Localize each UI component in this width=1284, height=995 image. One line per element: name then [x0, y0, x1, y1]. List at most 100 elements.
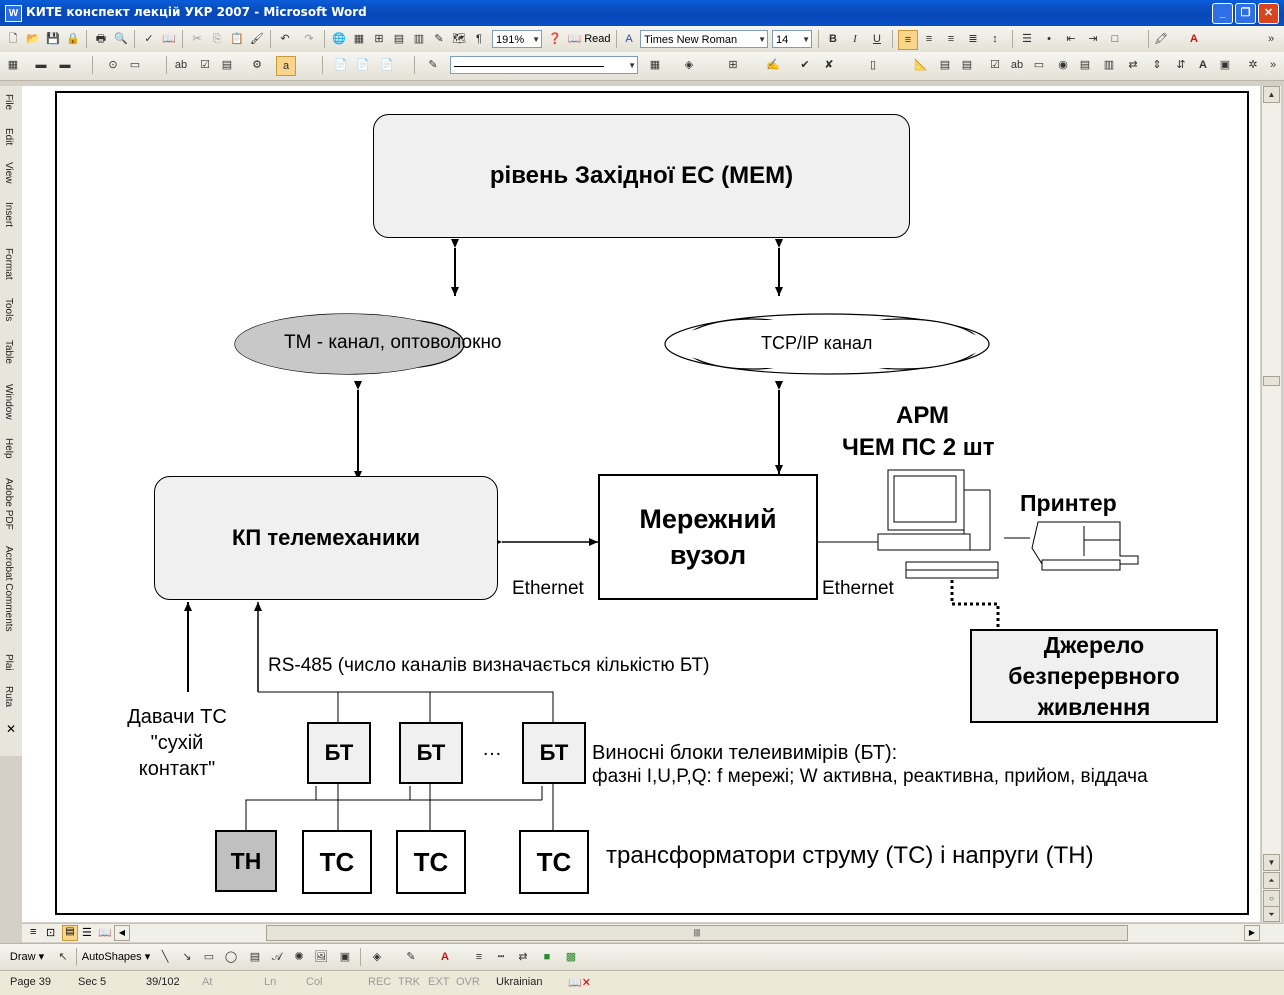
control-scroll-icon[interactable]: ⇵ — [1176, 59, 1186, 71]
border-icon[interactable]: ▦ — [649, 59, 661, 71]
reading-view-icon[interactable]: 📖 — [98, 927, 112, 939]
fill-color-icon[interactable]: ◈ — [372, 951, 382, 963]
select-browse-object-icon[interactable]: ○ — [1263, 890, 1280, 907]
toolbar2-options-icon[interactable]: » — [1269, 59, 1277, 71]
save-icon[interactable]: 💾 — [46, 33, 60, 45]
menu-edit[interactable]: Edit — [3, 128, 14, 146]
menu-view[interactable]: View — [3, 162, 14, 184]
print-icon[interactable]: 🖶 — [95, 33, 107, 45]
open-icon[interactable]: 📂 — [26, 33, 40, 45]
outline-view-icon[interactable]: ☰ — [82, 927, 92, 939]
print-preview-icon[interactable]: 🔍 — [114, 33, 128, 45]
design-mode-icon[interactable]: 📐 — [914, 59, 928, 71]
menu-tools[interactable]: Tools — [3, 298, 14, 322]
autoshapes-menu[interactable]: AutoShapes ▾ — [81, 951, 151, 963]
cut-icon[interactable]: ✂ — [192, 33, 202, 45]
select-objects-icon[interactable]: ↖ — [58, 951, 68, 963]
text-field-icon[interactable]: ab — [174, 59, 188, 71]
status-rec[interactable]: REC — [368, 976, 392, 988]
diagram-tool-icon[interactable]: ✺ — [294, 951, 304, 963]
paste-icon[interactable]: 📋 — [230, 33, 244, 45]
menu-file[interactable]: File — [3, 94, 14, 111]
menu-insert[interactable]: Insert — [3, 202, 14, 228]
word-app-icon[interactable]: W — [5, 5, 22, 22]
menu-close-icon[interactable]: ✕ — [6, 722, 17, 736]
menu-ruta[interactable]: Ruta — [3, 686, 14, 708]
align-right-icon[interactable]: ≡ — [947, 33, 955, 45]
document-canvas[interactable]: рівень Західної ЕС (МЕМ) ТМ - канал, опт… — [22, 86, 1260, 922]
scroll-left-icon[interactable]: ◀ — [114, 925, 130, 941]
menu-adobe-pdf[interactable]: Adobe PDF — [3, 478, 14, 530]
control-image-icon[interactable]: ▣ — [1219, 59, 1231, 71]
web-view-icon[interactable]: ⊡ — [46, 927, 56, 939]
font-size-select[interactable]: 14▼ — [772, 30, 812, 48]
rectangle-tool-icon[interactable]: ▭ — [203, 951, 215, 963]
status-ext[interactable]: EXT — [428, 976, 450, 988]
permission-icon[interactable]: 🔒 — [66, 33, 80, 45]
shadow-style-icon[interactable]: ■ — [543, 951, 551, 963]
control-button-icon[interactable]: ▭ — [1033, 59, 1045, 71]
control-option-icon[interactable]: ◉ — [1058, 59, 1068, 71]
menu-acrobat-comments[interactable]: Acrobat Comments — [3, 546, 14, 632]
accept-change-icon[interactable]: ✔ — [800, 59, 810, 71]
hyperlink-icon[interactable]: 🌐 — [332, 33, 346, 45]
justify-icon[interactable]: ≣ — [968, 33, 978, 45]
flag-ua-icon[interactable]: ▬ — [35, 59, 47, 71]
underline-button[interactable]: U — [873, 33, 881, 45]
columns-icon[interactable]: ▥ — [413, 33, 425, 45]
clipart-icon[interactable]: 🖼 — [314, 951, 328, 963]
control-label-icon[interactable]: A — [1199, 59, 1207, 71]
control-combo-icon[interactable]: ▥ — [1103, 59, 1115, 71]
italic-button[interactable]: I — [853, 33, 857, 45]
field-options-icon[interactable]: ⚙ — [252, 59, 262, 71]
styles-icon[interactable]: A — [625, 33, 633, 45]
drawing-icon[interactable]: ✎ — [434, 33, 444, 45]
wordart-icon[interactable]: 𝒜 — [271, 951, 283, 963]
properties-icon[interactable]: ▤ — [939, 59, 951, 71]
picture-icon[interactable]: ▣ — [339, 951, 351, 963]
menu-format[interactable]: Format — [3, 248, 14, 280]
show-hide-icon[interactable]: ¶ — [476, 33, 482, 45]
format-painter-icon[interactable]: 🖌 — [250, 33, 264, 45]
menu-window[interactable]: Window — [3, 384, 14, 420]
status-ovr[interactable]: OVR — [456, 976, 480, 988]
form-field-icon[interactable]: ⊙ — [108, 59, 118, 71]
scroll-right-icon[interactable]: ▶ — [1244, 925, 1260, 941]
scroll-up-icon[interactable]: ▲ — [1263, 86, 1280, 103]
textbox-tool-icon[interactable]: ▤ — [249, 951, 261, 963]
menu-plai[interactable]: Plai — [3, 654, 14, 671]
dash-style-icon[interactable]: ┅ — [497, 951, 505, 963]
text-form-field-icon[interactable]: ▭ — [129, 59, 141, 71]
highlight-icon[interactable]: 🖍 — [1154, 33, 1168, 45]
bold-button[interactable]: B — [829, 33, 837, 45]
control-checkbox-icon[interactable]: ☑ — [990, 59, 1000, 71]
shading-color-icon[interactable]: ◈ — [684, 59, 694, 71]
scroll-thumb[interactable] — [1263, 376, 1280, 386]
close-button[interactable]: ✕ — [1258, 3, 1279, 24]
pdf-review-icon[interactable]: 📄 — [380, 59, 394, 71]
status-trk[interactable]: TRK — [398, 976, 420, 988]
arrow-style-icon[interactable]: ⇄ — [518, 951, 528, 963]
decrease-indent-icon[interactable]: ⇤ — [1066, 33, 1076, 45]
research-icon[interactable]: 📖 — [162, 33, 176, 45]
font-color-button[interactable]: A — [1190, 33, 1198, 45]
minimize-button[interactable]: _ — [1212, 3, 1233, 24]
spelling-status-icon[interactable]: 📖✕ — [568, 977, 591, 989]
dropdown-field-icon[interactable]: ▤ — [221, 59, 233, 71]
copy-icon[interactable]: ⎘ — [212, 33, 222, 45]
reviewing-pane-icon[interactable]: ▯ — [869, 59, 877, 71]
vertical-scrollbar[interactable]: ▲ ▼ ⏶ ○ ⏷ — [1261, 86, 1281, 922]
document-map-icon[interactable]: 🗺 — [452, 33, 466, 45]
reject-change-icon[interactable]: ✘ — [824, 59, 834, 71]
help-icon[interactable]: ❓ — [548, 33, 562, 45]
scroll-down-icon[interactable]: ▼ — [1263, 854, 1280, 871]
horizontal-scroll-thumb[interactable]: ||| — [266, 925, 1128, 941]
pdf-convert-icon[interactable]: 📄 — [334, 59, 348, 71]
undo-icon[interactable]: ↶ — [280, 33, 290, 45]
redo-icon[interactable]: ↷ — [304, 33, 314, 45]
line-style-select[interactable]: ▼ — [450, 56, 638, 74]
control-toggle-icon[interactable]: ⇄ — [1128, 59, 1138, 71]
control-spin-icon[interactable]: ⇕ — [1152, 59, 1162, 71]
maximize-button[interactable]: ❐ — [1235, 3, 1256, 24]
insert-table-2-icon[interactable]: ⊞ — [728, 59, 738, 71]
